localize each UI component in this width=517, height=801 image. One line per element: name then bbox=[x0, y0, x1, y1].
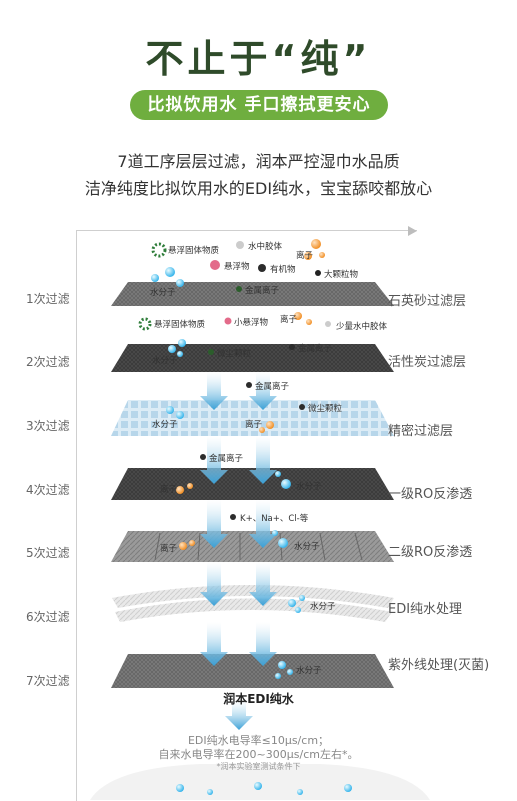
tag-suspended-solids: 悬浮固体物质 bbox=[168, 246, 220, 256]
tag-water-7: 水分子 bbox=[296, 666, 322, 676]
layer-label-2: 活性炭过滤层 bbox=[388, 355, 467, 370]
stage-label-1: 1次过滤 bbox=[26, 292, 70, 306]
stage-label-7: 7次过滤 bbox=[26, 674, 70, 688]
layer-6-edi bbox=[112, 585, 394, 622]
frame-arrow-icon bbox=[408, 226, 417, 236]
layer-label-1: 石英砂过滤层 bbox=[388, 294, 467, 309]
tag-water-6: 水分子 bbox=[310, 602, 336, 612]
tag-suspension: 悬浮物 bbox=[224, 262, 250, 272]
tag-metal-1: 金属离子 bbox=[245, 286, 280, 296]
layer-2-activated-carbon bbox=[111, 344, 394, 372]
tag-water-2: 水分子 bbox=[152, 356, 178, 366]
particle-icons bbox=[138, 239, 331, 679]
description-line-2: 洁净纯度比拟饮用水的EDI纯水，宝宝舔咬都放心 bbox=[84, 179, 433, 198]
layer-label-3: 精密过滤层 bbox=[388, 424, 454, 439]
tag-k-na-cl: K+、Na+、Cl-等 bbox=[240, 514, 309, 524]
tag-dust-2: 微尘颗粒 bbox=[308, 404, 343, 414]
edi-conductivity-note: EDI纯水电导率≤10μs/cm； bbox=[187, 734, 330, 747]
stage-label-6: 6次过滤 bbox=[26, 610, 70, 624]
tag-small-suspension: 小悬浮物 bbox=[234, 318, 269, 328]
tag-little-colloid: 少量水中胶体 bbox=[336, 322, 388, 332]
layer-label-7: 紫外线处理(灭菌) bbox=[388, 658, 490, 673]
layer-5-ro-secondary bbox=[111, 531, 394, 562]
stage-label-5: 5次过滤 bbox=[26, 546, 70, 560]
tag-ion: 离子 bbox=[296, 251, 314, 261]
layer-label-6: EDI纯水处理 bbox=[388, 602, 463, 617]
footnote: *润本实验室测试条件下 bbox=[216, 762, 301, 771]
tag-ion-5: 离子 bbox=[160, 544, 178, 554]
tag-large-particles: 大颗粒物 bbox=[324, 270, 359, 280]
description-line-1: 7道工序层层过滤，润本严控湿巾水品质 bbox=[117, 152, 400, 171]
tag-water-4: 水分子 bbox=[296, 482, 322, 492]
tag-suspended-solids-2: 悬浮固体物质 bbox=[154, 320, 206, 330]
tag-metal-4: 金属离子 bbox=[209, 454, 244, 464]
layer-label-4: 一级RO反渗透 bbox=[388, 487, 473, 502]
tap-conductivity-note: 自来水电导率在200~300μs/cm左右*。 bbox=[158, 748, 359, 761]
tag-ion-4: 离子 bbox=[160, 485, 178, 495]
layer-3-precision bbox=[111, 400, 394, 436]
stage-label-2: 2次过滤 bbox=[26, 355, 70, 369]
tag-dust: 微尘颗粒 bbox=[217, 349, 252, 359]
tag-ion-2: 离子 bbox=[280, 315, 298, 325]
tag-water-5: 水分子 bbox=[294, 542, 320, 552]
tag-water-1: 水分子 bbox=[150, 288, 176, 298]
flow-arrows bbox=[200, 372, 277, 730]
diagram-frame bbox=[76, 230, 417, 801]
water-surface bbox=[90, 764, 430, 800]
layer-7-uv bbox=[111, 654, 394, 688]
tag-colloid: 水中胶体 bbox=[248, 242, 283, 252]
page-title: 不止于“纯” bbox=[145, 37, 372, 81]
edi-water-title: 润本EDI纯水 bbox=[223, 692, 294, 706]
tag-metal-2: 金属离子 bbox=[298, 344, 333, 354]
stage-label-4: 4次过滤 bbox=[26, 483, 70, 497]
layer-1-quartz-sand bbox=[111, 282, 394, 306]
tag-water-3: 水分子 bbox=[152, 420, 178, 430]
layer-label-5: 二级RO反渗透 bbox=[388, 545, 473, 560]
tag-ion-3: 离子 bbox=[245, 420, 263, 430]
subtitle-pill: 比拟饮用水 手口擦拭更安心 bbox=[130, 90, 388, 120]
tag-metal-3: 金属离子 bbox=[255, 382, 290, 392]
tag-organic: 有机物 bbox=[270, 265, 296, 275]
stage-label-3: 3次过滤 bbox=[26, 419, 70, 433]
